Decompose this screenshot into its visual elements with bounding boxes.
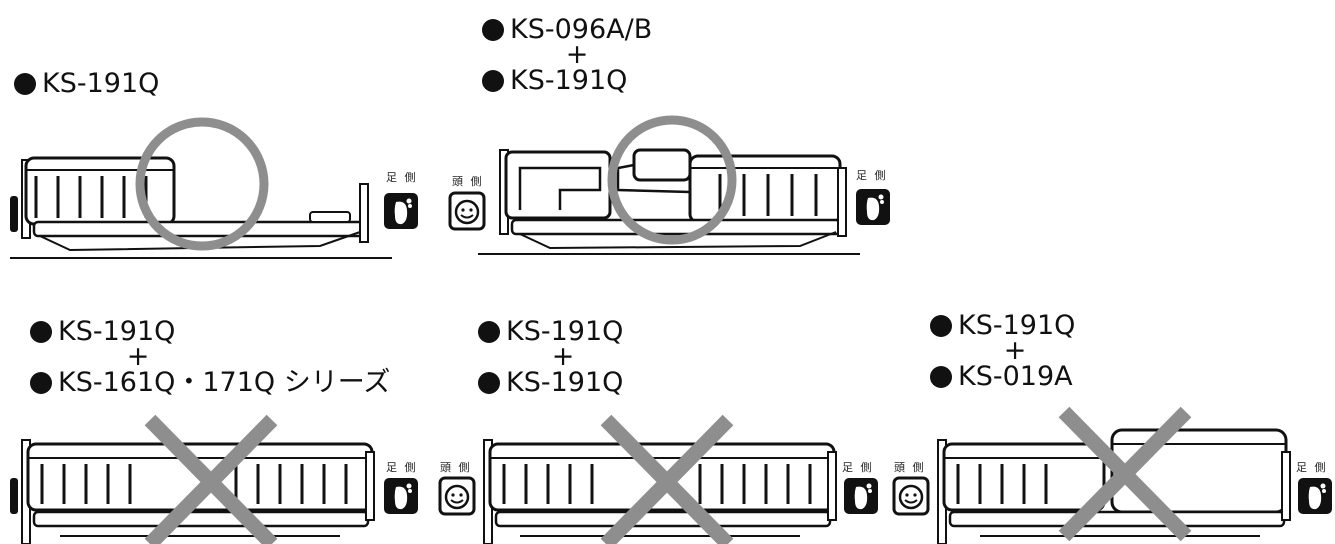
panel-1-foot-tag: 足 側 xyxy=(386,171,418,184)
model-name: KS-096A/B xyxy=(510,14,653,45)
panel-3-label: KS-191Q + KS-161Q・171Q シリーズ xyxy=(30,316,390,398)
model-name: KS-191Q xyxy=(506,316,624,347)
model-name: KS-191Q xyxy=(506,367,624,398)
panel-3-foot-tag: 足 側 xyxy=(386,461,418,474)
panel-1-label: KS-191Q xyxy=(14,68,159,99)
model-name: KS-191Q xyxy=(42,68,160,99)
panel-2-ok-circle xyxy=(607,115,737,245)
panel-2-foot-tag: 足 側 xyxy=(856,169,888,182)
panel-5-ng-cross xyxy=(1058,406,1192,542)
bullet-dot xyxy=(482,69,504,92)
plus-sign: + xyxy=(126,341,150,372)
bullet-dot xyxy=(478,320,500,343)
bullet-dot xyxy=(30,320,52,343)
panel-2-label: KS-096A/B + KS-191Q xyxy=(482,14,672,96)
panel-4-label: KS-191Q + KS-191Q xyxy=(478,316,648,398)
panel-4-ng-cross xyxy=(600,414,734,544)
panel-5-bed xyxy=(937,428,1291,544)
plus-sign: + xyxy=(551,341,575,372)
model-name: KS-019A xyxy=(958,361,1073,392)
panel-4-head-tag: 頭 側 xyxy=(440,461,472,474)
panel-1-ok-circle xyxy=(135,117,269,251)
panel-3-ng-cross xyxy=(144,414,278,544)
bullet-dot xyxy=(14,72,36,95)
model-name: KS-191Q xyxy=(510,65,628,96)
model-name: KS-191Q xyxy=(958,310,1076,341)
panel-2-bed xyxy=(478,148,860,255)
plus-sign: + xyxy=(565,39,589,70)
panel-5-head-tag: 頭 側 xyxy=(894,461,926,474)
panel-5-label: KS-191Q + KS-019A xyxy=(930,310,1100,392)
plus-sign: + xyxy=(1003,335,1027,366)
panel-2-head-tag: 頭 側 xyxy=(452,175,484,188)
panel-4-foot-tag: 足 側 xyxy=(842,461,874,474)
bullet-dot xyxy=(482,18,504,41)
panel-5-foot-tag: 足 側 xyxy=(1296,461,1328,474)
bullet-dot xyxy=(930,314,952,337)
bullet-dot xyxy=(930,365,952,388)
model-name: KS-191Q xyxy=(58,316,176,347)
bullet-dot xyxy=(478,371,500,394)
model-name: KS-161Q・171Q シリーズ xyxy=(58,367,391,398)
bullet-dot xyxy=(30,371,52,394)
